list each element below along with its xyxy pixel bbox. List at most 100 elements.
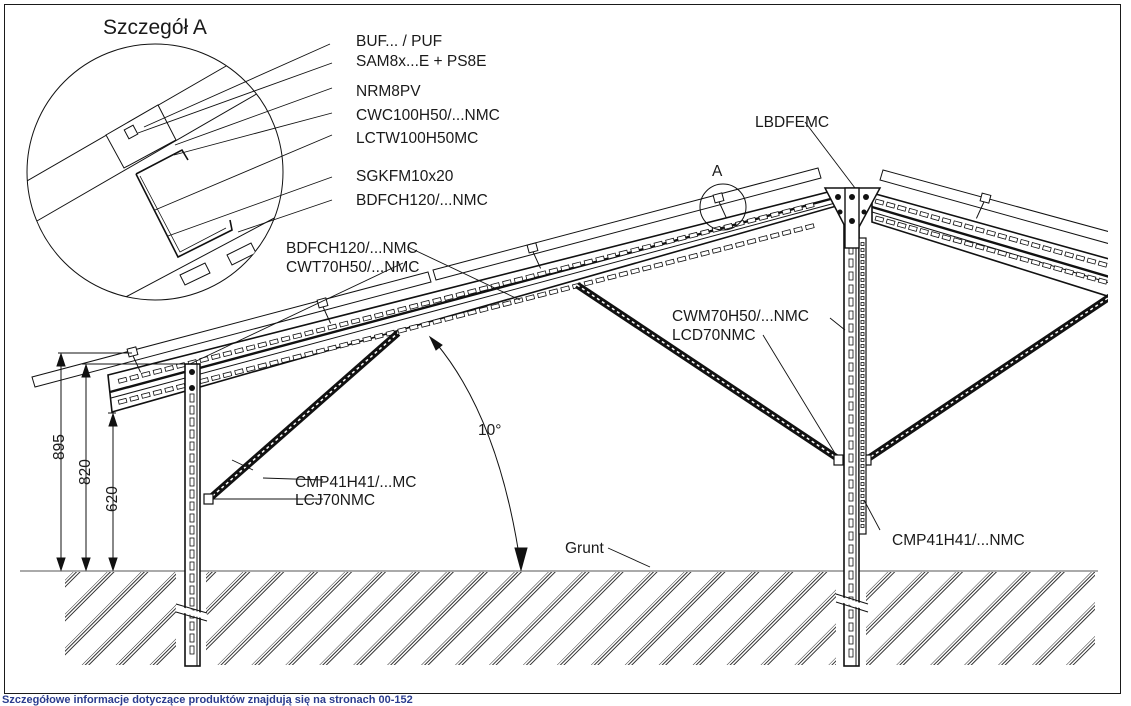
slot <box>467 309 477 316</box>
label-sgkfm10x20: SGKFM10x20 <box>356 168 454 185</box>
slot <box>234 347 244 355</box>
slot <box>700 228 710 236</box>
slot <box>848 453 854 463</box>
slot <box>860 302 865 306</box>
slot <box>860 470 865 474</box>
slot <box>723 222 734 230</box>
slot <box>860 272 865 276</box>
slot <box>919 210 929 218</box>
label-bdfch120-detail: BDFCH120/...NMC <box>356 192 488 209</box>
slot <box>583 279 594 287</box>
slot <box>373 311 384 319</box>
dim-620: 620 <box>104 486 121 512</box>
slot <box>315 326 326 334</box>
label-nrm8pv: NRM8PV <box>356 83 421 100</box>
detail-leaders <box>137 43 333 237</box>
slot <box>665 237 675 245</box>
slot <box>117 376 128 384</box>
slot <box>548 288 559 296</box>
slot <box>930 214 941 222</box>
slot <box>860 428 865 432</box>
label-lctw100h50mc: LCTW100H50MC <box>356 130 478 147</box>
slot <box>860 458 865 462</box>
slot <box>189 441 195 451</box>
slot <box>848 557 854 567</box>
slot <box>641 243 652 251</box>
slot <box>665 258 675 266</box>
label-beam: BDFCH120/...NMC <box>286 240 418 257</box>
slot <box>860 398 865 402</box>
slot <box>997 232 1008 240</box>
slot <box>502 279 512 287</box>
slot <box>860 446 865 450</box>
slot <box>129 373 140 381</box>
slot <box>688 231 699 239</box>
slot <box>222 350 233 358</box>
slot <box>245 344 256 352</box>
slot <box>1008 235 1019 243</box>
slot <box>848 401 854 411</box>
slot <box>896 204 907 212</box>
slot <box>860 392 865 396</box>
slot <box>653 240 664 248</box>
slot <box>848 583 854 593</box>
slot <box>1075 271 1086 279</box>
slot <box>860 296 865 300</box>
slot <box>408 323 419 331</box>
slot <box>676 234 687 242</box>
slot <box>941 217 952 225</box>
slot <box>245 365 256 373</box>
slot <box>1030 259 1041 267</box>
slot <box>1030 242 1041 250</box>
slot <box>339 320 349 328</box>
slot <box>860 278 865 282</box>
slot <box>769 232 780 239</box>
top-connector <box>823 187 882 249</box>
slot <box>860 380 865 384</box>
slot <box>350 338 361 346</box>
slot <box>513 297 524 305</box>
slot <box>1064 268 1075 276</box>
slot <box>304 350 314 358</box>
slot <box>1008 252 1019 260</box>
slot <box>327 344 338 352</box>
slot <box>257 362 268 370</box>
label-top-connector: LBDFEMC <box>755 114 829 131</box>
slot <box>885 218 896 226</box>
dim-895: 895 <box>51 434 68 460</box>
angle-label: 10° <box>478 422 501 439</box>
slot <box>860 488 865 492</box>
slot <box>860 290 865 294</box>
label-rear-brace: CMP41H41/...NMC <box>892 532 1025 549</box>
slot <box>189 537 195 547</box>
slot <box>963 223 974 231</box>
slot <box>1041 262 1052 270</box>
slot <box>986 246 996 254</box>
slot <box>630 267 640 275</box>
slot <box>804 223 815 231</box>
slot <box>362 335 373 343</box>
slot <box>583 258 594 266</box>
slot <box>769 211 780 218</box>
slot <box>210 374 221 382</box>
slot <box>269 359 279 367</box>
slot <box>152 368 163 375</box>
slot <box>860 332 865 336</box>
slot <box>860 512 865 516</box>
slot <box>189 453 195 463</box>
slot <box>189 561 195 571</box>
slot <box>189 513 195 523</box>
slot <box>746 217 757 224</box>
slot <box>860 260 865 264</box>
slot <box>860 434 865 438</box>
slot <box>848 505 854 515</box>
slot <box>860 482 865 486</box>
slot <box>152 389 163 396</box>
label-detail-marker: A <box>712 163 723 180</box>
slot <box>443 315 454 322</box>
right-beam <box>871 191 1108 298</box>
slot <box>860 404 865 408</box>
slot <box>860 464 865 468</box>
slot <box>723 243 734 251</box>
slot <box>280 356 291 364</box>
